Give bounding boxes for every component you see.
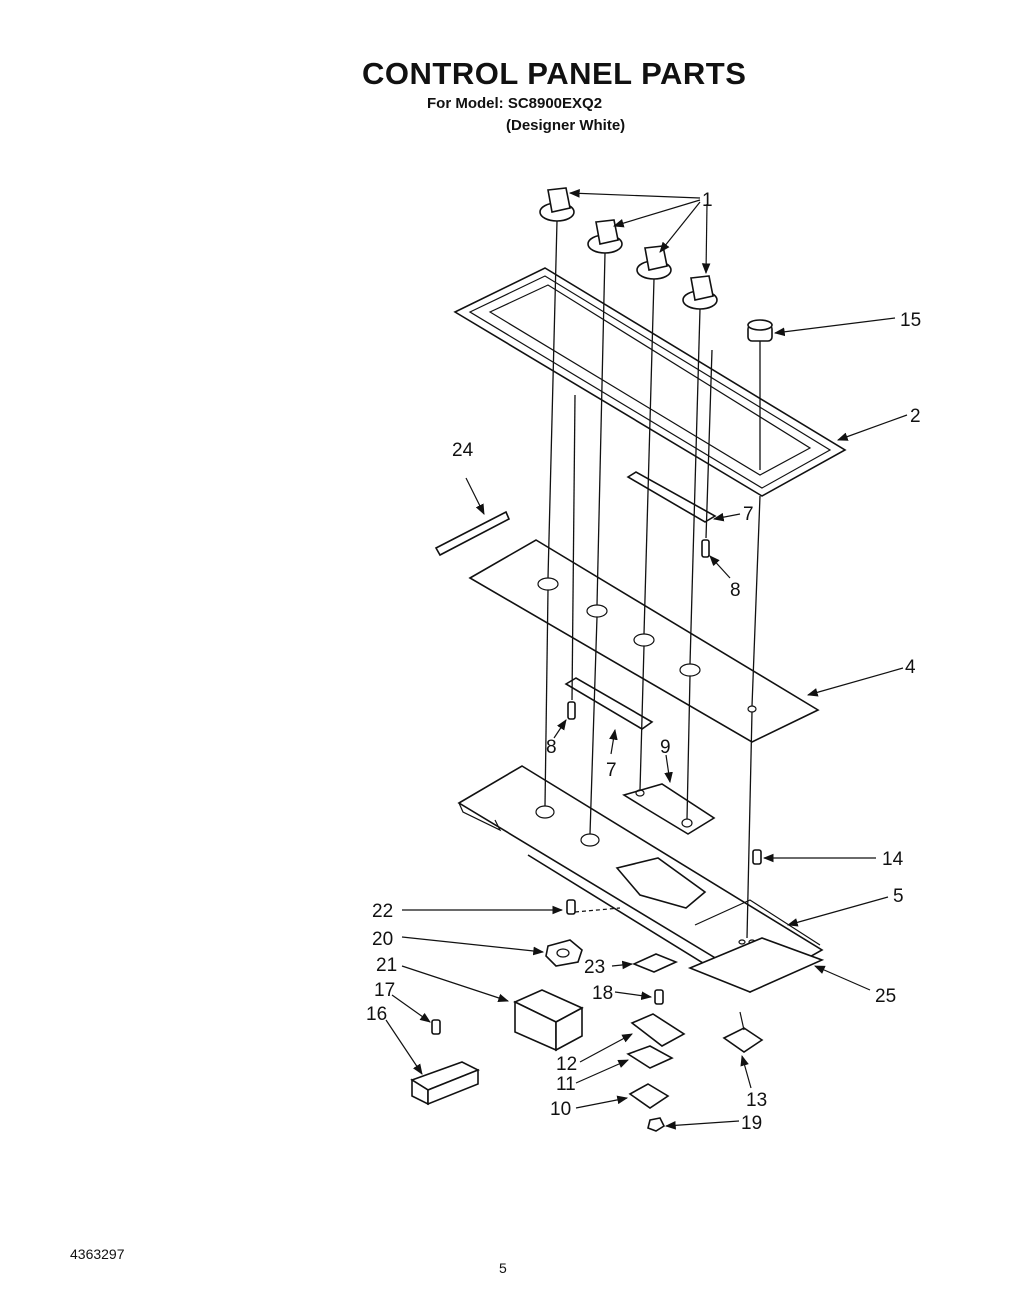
callout-5: 5 xyxy=(893,886,904,907)
callout-18: 18 xyxy=(592,983,613,1004)
bracket-upper xyxy=(626,471,717,523)
bezel-frame xyxy=(453,267,847,497)
callout-19: 19 xyxy=(741,1113,762,1134)
plate-9 xyxy=(622,783,716,835)
callout-20: 20 xyxy=(372,929,393,950)
part-20 xyxy=(545,939,583,967)
screw-upper xyxy=(701,539,710,558)
callout-9: 9 xyxy=(660,737,671,758)
knob-cap xyxy=(747,319,773,342)
callout-labels: 1 15 2 24 7 8 4 8 7 9 14 5 22 20 23 25 2… xyxy=(366,190,921,1134)
screw-22 xyxy=(566,899,576,915)
callout-2: 2 xyxy=(910,406,921,427)
part-13 xyxy=(722,1011,764,1053)
callout-4: 4 xyxy=(905,657,916,678)
color-line: (Designer White) xyxy=(506,117,626,134)
strip-24 xyxy=(434,510,511,557)
document-number: 4363297 xyxy=(70,1246,125,1262)
plate-25 xyxy=(687,937,825,993)
callout-12: 12 xyxy=(556,1054,577,1075)
knob-2 xyxy=(587,219,623,254)
knob-4 xyxy=(682,275,718,310)
page-number: 5 xyxy=(499,1260,507,1276)
callout-8-upper: 8 xyxy=(730,580,741,601)
part-11 xyxy=(626,1045,674,1069)
knob-3 xyxy=(636,245,672,280)
callout-14: 14 xyxy=(882,849,904,870)
bracket-lower xyxy=(564,677,654,730)
callout-11: 11 xyxy=(556,1074,576,1095)
callout-7-upper: 7 xyxy=(743,504,754,525)
part-23 xyxy=(631,953,679,973)
screw-14 xyxy=(752,849,762,865)
screw-18 xyxy=(654,989,664,1005)
callout-22: 22 xyxy=(372,901,393,922)
callout-25: 25 xyxy=(875,986,896,1007)
callout-7-lower: 7 xyxy=(606,760,617,781)
callout-21: 21 xyxy=(376,955,397,976)
callout-15: 15 xyxy=(900,310,921,331)
callout-17: 17 xyxy=(374,980,395,1001)
part-10 xyxy=(628,1083,670,1109)
knob-1 xyxy=(539,187,575,222)
explode-lines xyxy=(544,220,761,939)
screw-lower xyxy=(567,701,576,720)
callout-1: 1 xyxy=(702,190,713,211)
part-21 xyxy=(513,989,584,1052)
part-19 xyxy=(647,1117,666,1132)
part-16 xyxy=(410,1061,480,1106)
part-12 xyxy=(630,1013,686,1047)
callout-10: 10 xyxy=(550,1099,571,1120)
control-panel-plate xyxy=(468,539,820,743)
screw-17 xyxy=(431,1019,441,1035)
leader-lines xyxy=(385,189,908,1130)
callout-24: 24 xyxy=(452,440,474,461)
page-title: CONTROL PANEL PARTS xyxy=(362,56,747,91)
callout-16: 16 xyxy=(366,1004,387,1025)
model-line: For Model: SC8900EXQ2 xyxy=(427,95,603,112)
callout-13: 13 xyxy=(746,1090,767,1111)
callout-23: 23 xyxy=(584,957,605,978)
callout-8-lower: 8 xyxy=(546,737,557,758)
